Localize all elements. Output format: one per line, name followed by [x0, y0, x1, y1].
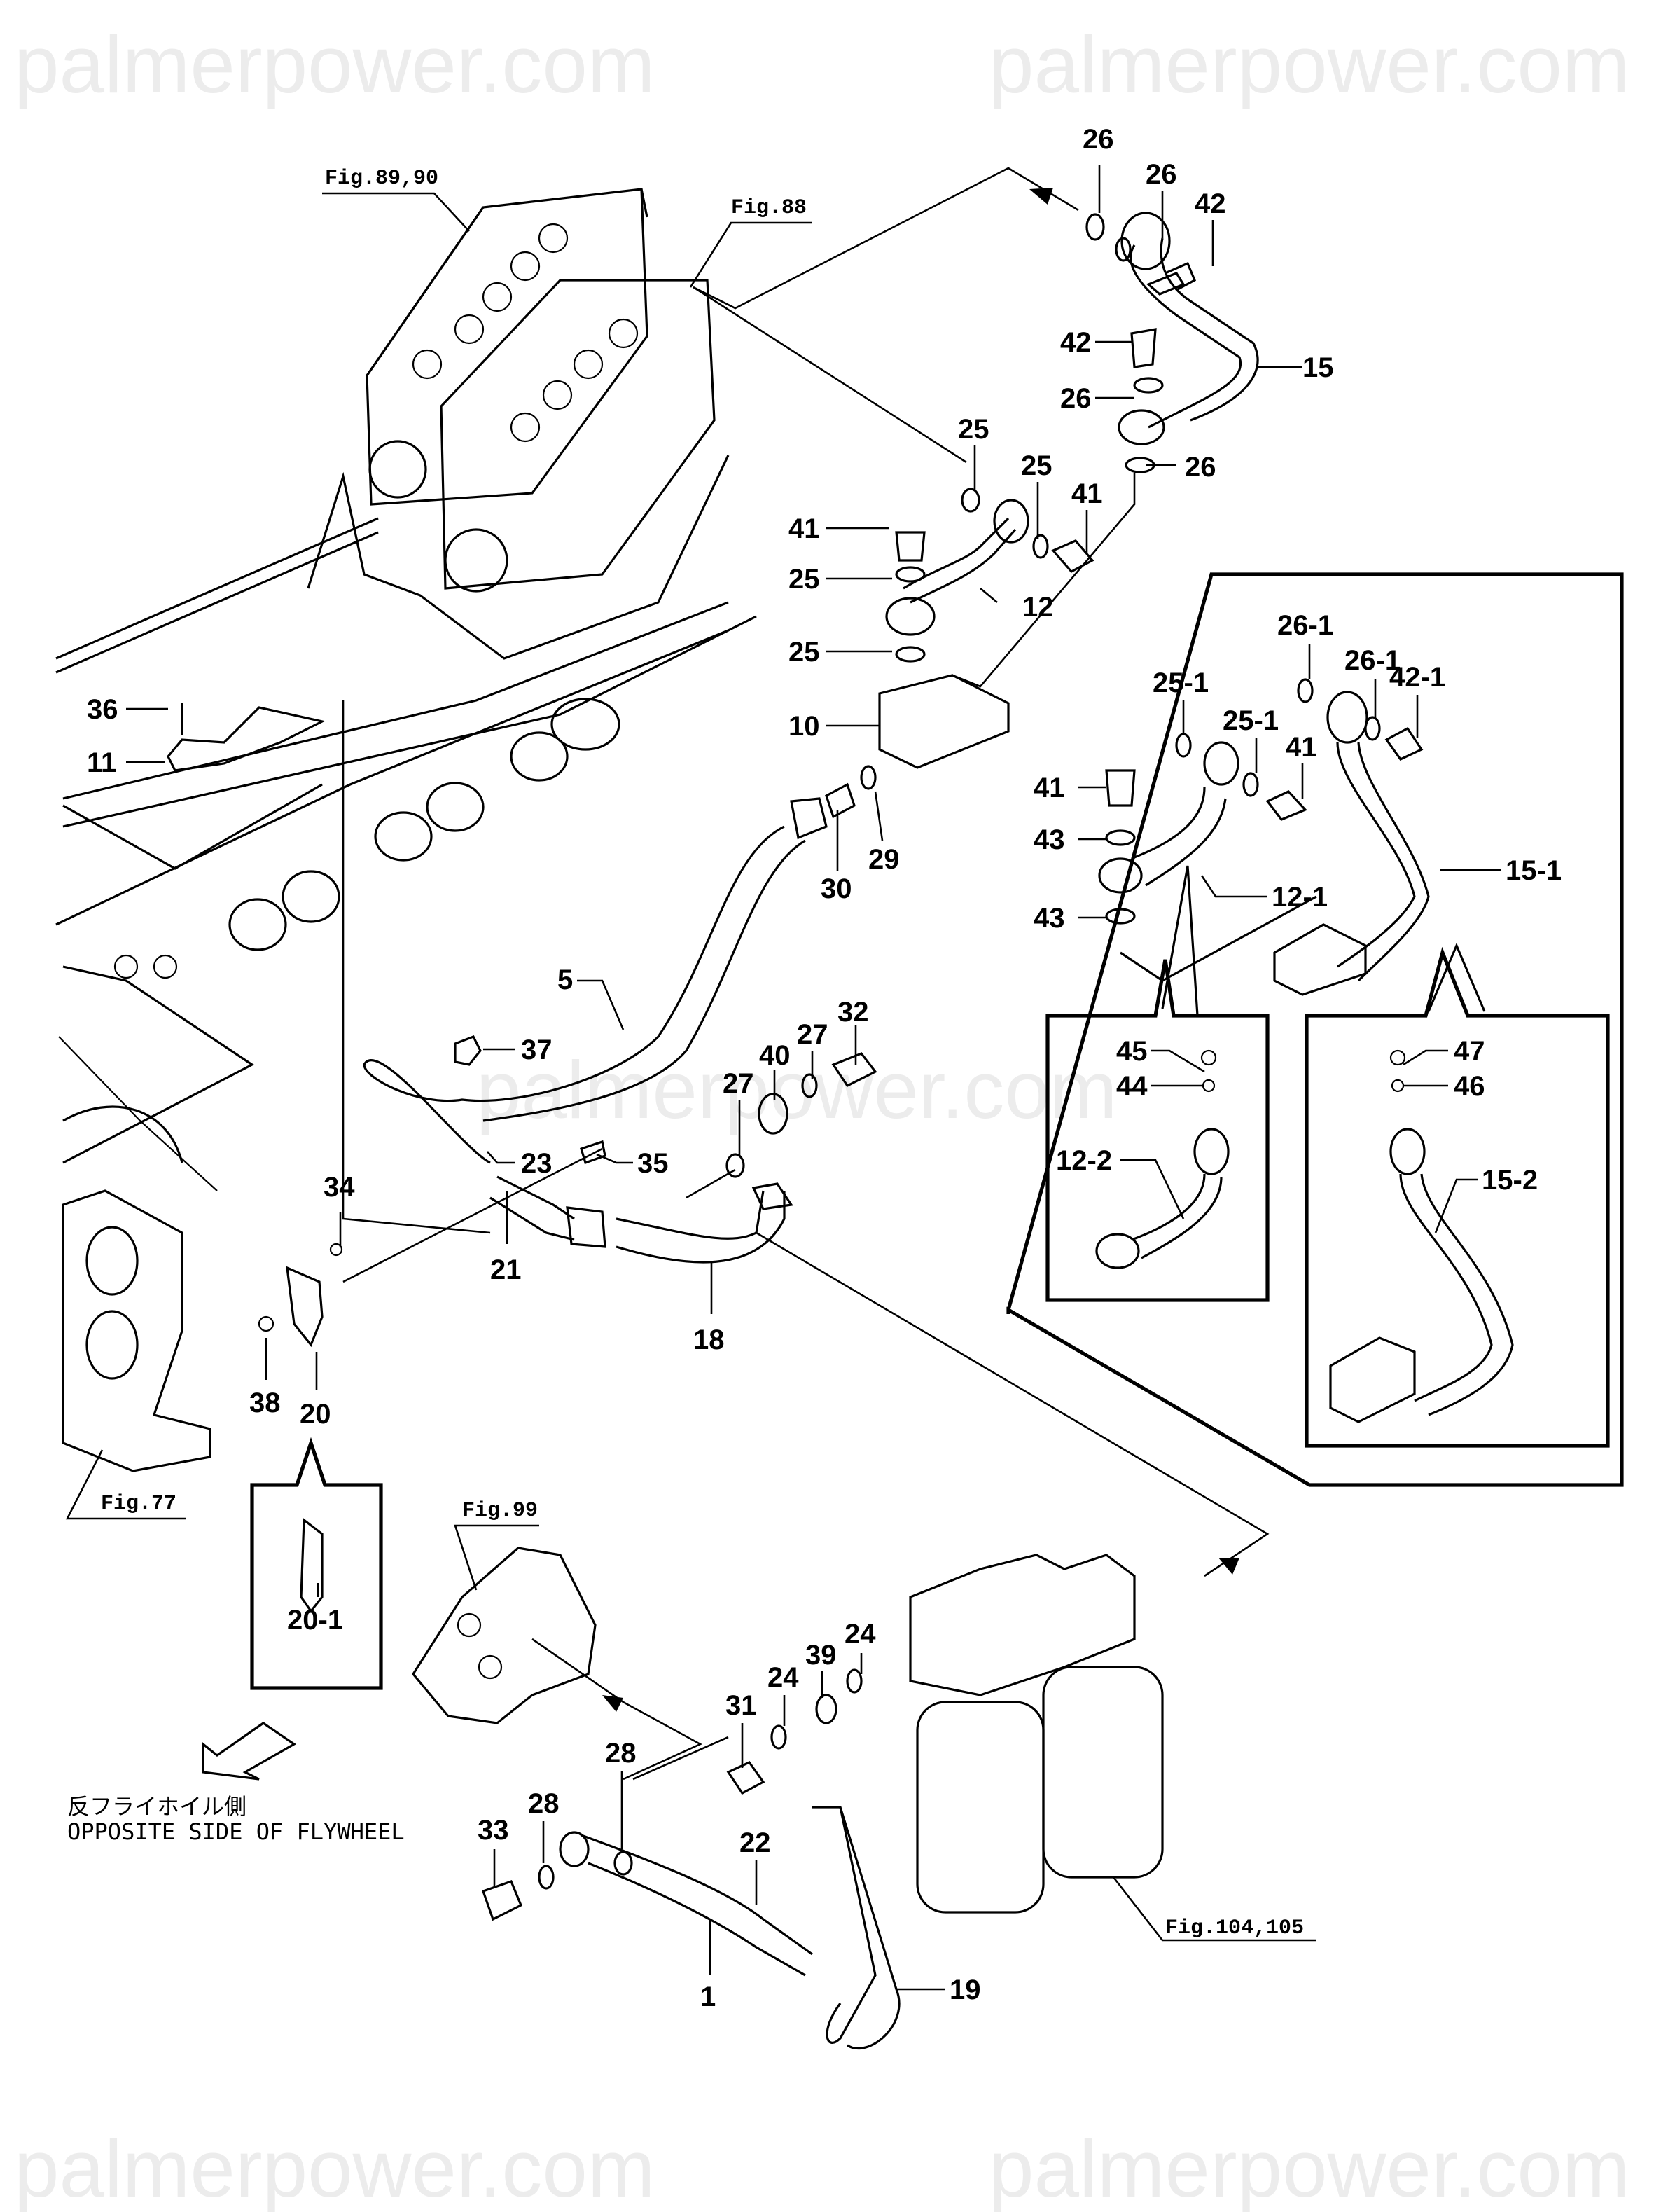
callout-32[interactable]: 32 — [837, 997, 869, 1028]
callout-21[interactable]: 21 — [490, 1254, 522, 1285]
callout-26-1[interactable]: 26-1 — [1344, 645, 1401, 676]
callout-43[interactable]: 43 — [1034, 824, 1065, 855]
callout-12-1[interactable]: 12-1 — [1272, 882, 1328, 913]
fig-ref-88[interactable]: Fig.88 — [731, 196, 807, 220]
callout-27[interactable]: 27 — [723, 1068, 754, 1099]
callout-26[interactable]: 26 — [1083, 124, 1114, 155]
callout-28[interactable]: 28 — [528, 1788, 560, 1819]
callout-41[interactable]: 41 — [1034, 773, 1065, 803]
note-english: OPPOSITE SIDE OF FLYWHEEL — [67, 1818, 405, 1845]
callout-39[interactable]: 39 — [805, 1640, 837, 1671]
direction-arrow-icon — [202, 1722, 297, 1781]
pipes-drawing — [342, 167, 1270, 1577]
callout-33[interactable]: 33 — [478, 1815, 509, 1846]
watermark-bottom-left: palmerpower.com — [14, 2123, 655, 2212]
callout-23[interactable]: 23 — [521, 1148, 552, 1179]
callout-12-2[interactable]: 12-2 — [1056, 1145, 1112, 1176]
bottom-pipes-drawing — [481, 1736, 901, 2050]
callout-26[interactable]: 26 — [1185, 452, 1216, 483]
figure-references: Fig.89,90 Fig.88 Fig.77 Fig.99 Fig.104,1… — [65, 167, 1304, 1940]
watermark-center: palmerpower.com — [476, 1044, 1117, 1135]
callout-46[interactable]: 46 — [1454, 1071, 1485, 1102]
callout-37[interactable]: 37 — [521, 1035, 552, 1065]
callout-47[interactable]: 47 — [1454, 1036, 1485, 1067]
direction-note: 反フライホイル側 OPPOSITE SIDE OF FLYWHEEL — [67, 1722, 405, 1845]
callout-20-1[interactable]: 20-1 — [287, 1605, 343, 1636]
callout-1[interactable]: 1 — [700, 1982, 716, 2012]
callout-41[interactable]: 41 — [1286, 732, 1317, 763]
callout-11[interactable]: 11 — [87, 747, 116, 778]
watermark-top-right: palmerpower.com — [989, 19, 1629, 110]
callout-leaders — [126, 165, 1501, 1991]
callout-12[interactable]: 12 — [1022, 592, 1054, 623]
watermark-bottom-right: palmerpower.com — [989, 2123, 1629, 2212]
callout-25[interactable]: 25 — [788, 637, 820, 668]
fuel-filter-drawing — [726, 1554, 1164, 1914]
callout-25[interactable]: 25 — [958, 414, 989, 445]
fig-ref-104-105[interactable]: Fig.104,105 — [1165, 1916, 1304, 1940]
callout-29[interactable]: 29 — [868, 844, 900, 875]
callout-15-1[interactable]: 15-1 — [1506, 855, 1562, 886]
callout-42[interactable]: 42 — [1195, 188, 1226, 219]
callout-35[interactable]: 35 — [637, 1148, 669, 1179]
callout-25-1[interactable]: 25-1 — [1223, 705, 1279, 736]
callout-20[interactable]: 20 — [300, 1399, 331, 1430]
callout-42[interactable]: 42 — [1060, 327, 1092, 358]
callout-15-2[interactable]: 15-2 — [1482, 1165, 1538, 1196]
callout-24[interactable]: 24 — [845, 1619, 876, 1650]
callout-26[interactable]: 26 — [1060, 383, 1092, 414]
callout-28[interactable]: 28 — [605, 1738, 637, 1769]
callout-27[interactable]: 27 — [797, 1019, 828, 1050]
callout-38[interactable]: 38 — [249, 1388, 281, 1418]
callout-44[interactable]: 44 — [1116, 1071, 1148, 1102]
fuel-pump-drawing — [412, 1547, 702, 1781]
callout-45[interactable]: 45 — [1116, 1036, 1148, 1067]
callout-34[interactable]: 34 — [324, 1172, 355, 1203]
callout-36[interactable]: 36 — [87, 694, 118, 725]
inset-variant-box — [1006, 572, 1624, 1487]
note-japanese: 反フライホイル側 — [67, 1793, 246, 1820]
fig-ref-99[interactable]: Fig.99 — [462, 1499, 538, 1523]
callout-labels: 26 26 42 42 15 26 26 25 25 41 41 25 12 2… — [87, 124, 1562, 2012]
callout-41[interactable]: 41 — [788, 513, 820, 544]
callout-25[interactable]: 25 — [788, 564, 820, 595]
callout-5[interactable]: 5 — [557, 965, 573, 995]
callout-22[interactable]: 22 — [739, 1827, 771, 1858]
callout-26[interactable]: 26 — [1146, 159, 1177, 190]
callout-25-1[interactable]: 25-1 — [1153, 668, 1209, 698]
callout-41[interactable]: 41 — [1071, 478, 1103, 509]
callout-15[interactable]: 15 — [1302, 352, 1334, 383]
callout-42-1[interactable]: 42-1 — [1389, 662, 1445, 693]
callout-10[interactable]: 10 — [788, 711, 820, 742]
callout-43[interactable]: 43 — [1034, 903, 1065, 934]
callout-19[interactable]: 19 — [950, 1975, 981, 2005]
callout-31[interactable]: 31 — [725, 1690, 757, 1721]
callout-18[interactable]: 18 — [693, 1325, 725, 1355]
callout-30[interactable]: 30 — [821, 873, 852, 904]
callout-40[interactable]: 40 — [759, 1040, 791, 1071]
fig-ref-77[interactable]: Fig.77 — [101, 1492, 176, 1516]
callout-26-1[interactable]: 26-1 — [1277, 610, 1333, 641]
engine-block-drawing — [55, 188, 757, 1191]
callout-25[interactable]: 25 — [1021, 450, 1052, 481]
watermark-top-left: palmerpower.com — [14, 19, 655, 110]
fig-ref-89-90[interactable]: Fig.89,90 — [325, 167, 438, 191]
callout-24[interactable]: 24 — [767, 1662, 799, 1693]
